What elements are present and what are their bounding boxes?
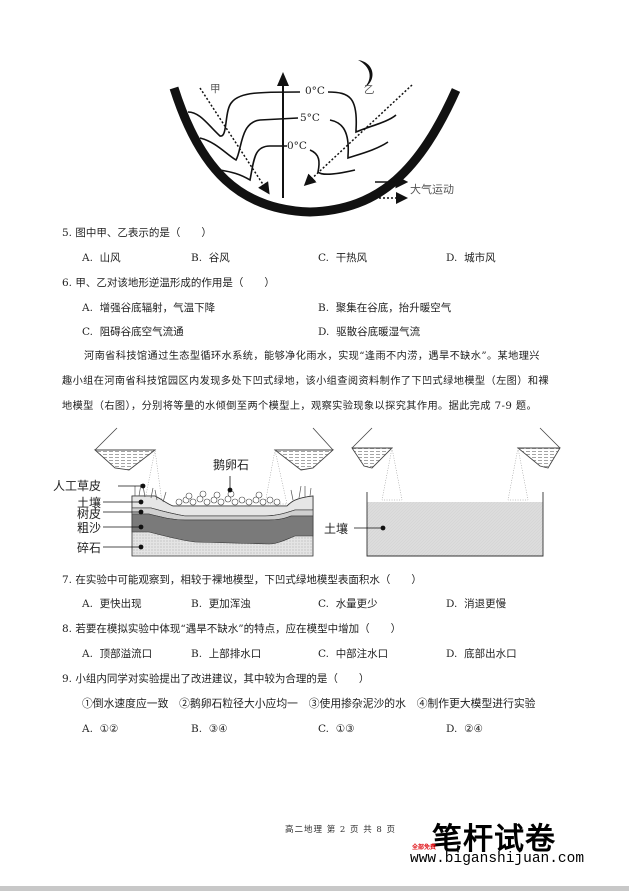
label-bark: 树皮 bbox=[77, 507, 102, 521]
sunken-greenspace-model-figure: 鹅卵石 人工草皮 土壤 树皮 粗沙 碎石 bbox=[53, 420, 345, 560]
passage-line-1: 河南省科技馆通过生态型循环水系统，能够净化雨水，实现“逢雨不内涝，遇旱不缺水”。… bbox=[84, 351, 540, 362]
question-number: 5. bbox=[62, 227, 73, 239]
question-stem: 甲、乙对该地形逆温形成的作用是（ ） bbox=[75, 277, 275, 289]
label-soil-bare: 土壤 bbox=[324, 522, 349, 536]
question-stem: 图中甲、乙表示的是（ ） bbox=[75, 227, 212, 239]
label-cobblestone: 鹅卵石 bbox=[213, 458, 250, 472]
question-5: 5. 图中甲、乙表示的是（ ） bbox=[62, 226, 212, 240]
q8-option-a[interactable]: A. 顶部溢流口 bbox=[82, 648, 153, 660]
q9-option-b[interactable]: B. ③④ bbox=[191, 723, 228, 735]
valley-diagram-graphic bbox=[169, 60, 461, 217]
question-number: 6. bbox=[62, 277, 73, 289]
q9-option-a[interactable]: A. ①② bbox=[82, 723, 119, 735]
isotherm-mid-label: 5°C bbox=[300, 112, 320, 124]
q6-option-c[interactable]: C. 阻碍谷底空气流通 bbox=[82, 326, 184, 338]
q8-option-c[interactable]: C. 中部注水口 bbox=[318, 648, 389, 660]
q8-option-b[interactable]: B. 上部排水口 bbox=[191, 648, 262, 660]
q5-option-a[interactable]: A. 山风 bbox=[82, 252, 121, 264]
legend-atmospheric-motion: 大气运动 bbox=[410, 183, 454, 196]
question-number: 9. bbox=[62, 673, 73, 685]
q7-option-d[interactable]: D. 消退更慢 bbox=[446, 598, 507, 610]
label-artificial-turf: 人工草皮 bbox=[53, 479, 102, 493]
q5-option-d[interactable]: D. 城市风 bbox=[446, 252, 496, 264]
label-yi: 乙 bbox=[364, 84, 375, 96]
isotherm-top-label: 0°C bbox=[305, 85, 325, 97]
brand-url[interactable]: www.biganshijuan.com bbox=[410, 851, 585, 867]
question-8: 8. 若要在模拟实验中体现“遇旱不缺水”的特点，应在模型中增加（ ） bbox=[62, 622, 401, 636]
q9-statements: ①倒水速度应一致 ②鹅卵石粒径大小应均一 ③使用掺杂泥沙的水 ④制作更大模型进行… bbox=[82, 697, 536, 710]
q7-option-a[interactable]: A. 更快出现 bbox=[82, 598, 142, 610]
question-number: 8. bbox=[62, 623, 73, 635]
page-number-footer: 高二地理 第 2 页 共 8 页 bbox=[285, 825, 397, 835]
q6-option-d[interactable]: D. 驱散谷底暖湿气流 bbox=[318, 326, 421, 338]
q8-option-d[interactable]: D. 底部出水口 bbox=[446, 648, 517, 660]
valley-inversion-figure: 甲 乙 0°C 5°C 0°C 大气运动 bbox=[160, 50, 480, 220]
label-gravel: 碎石 bbox=[77, 541, 102, 555]
greenspace-model-graphic bbox=[93, 427, 335, 557]
question-number: 7. bbox=[62, 574, 73, 586]
label-coarse-sand: 粗沙 bbox=[77, 521, 102, 535]
isotherm-bottom-label: 0°C bbox=[287, 140, 307, 152]
q5-option-c[interactable]: C. 干热风 bbox=[318, 252, 368, 264]
q9-option-d[interactable]: D. ②④ bbox=[446, 723, 483, 735]
passage-line-3: 地模型（右图），分别将等量的水倾倒至两个模型上，观察实验现象以探究其作用。据此完… bbox=[62, 401, 538, 412]
label-soil: 土壤 bbox=[77, 496, 102, 510]
question-stem: 小组内同学对实验提出了改进建议，其中较为合理的是（ ） bbox=[75, 673, 370, 685]
q6-option-b[interactable]: B. 聚集在谷底，抬升暖空气 bbox=[318, 302, 452, 314]
passage-line-2: 趣小组在河南省科技馆园区内发现多处下凹式绿地，该小组查阅资料制作了下凹式绿地模型… bbox=[62, 376, 550, 387]
q7-option-c[interactable]: C. 水量更少 bbox=[318, 598, 378, 610]
q7-option-b[interactable]: B. 更加浑浊 bbox=[191, 598, 251, 610]
brand-free-tag: 全部免费 bbox=[412, 844, 437, 851]
question-stem: 若要在模拟实验中体现“遇旱不缺水”的特点，应在模型中增加（ ） bbox=[75, 623, 402, 635]
question-7: 7. 在实验中可能观察到，相较于裸地模型，下凹式绿地模型表面积水（ ） bbox=[62, 573, 422, 587]
question-9: 9. 小组内同学对实验提出了改进建议，其中较为合理的是（ ） bbox=[62, 672, 369, 686]
bare-land-model-graphic bbox=[351, 427, 561, 557]
label-jia: 甲 bbox=[210, 83, 221, 95]
q6-option-a[interactable]: A. 增强谷底辐射，气温下降 bbox=[82, 302, 216, 314]
question-6: 6. 甲、乙对该地形逆温形成的作用是（ ） bbox=[62, 276, 275, 290]
brand-logo-text: 笔杆试卷 bbox=[432, 822, 556, 857]
question-stem: 在实验中可能观察到，相较于裸地模型，下凹式绿地模型表面积水（ ） bbox=[75, 574, 422, 586]
q9-option-c[interactable]: C. ①③ bbox=[318, 723, 355, 735]
q5-option-b[interactable]: B. 谷风 bbox=[191, 252, 230, 264]
bottom-divider bbox=[0, 886, 629, 891]
bare-land-model-figure: 土壤 bbox=[324, 420, 580, 560]
